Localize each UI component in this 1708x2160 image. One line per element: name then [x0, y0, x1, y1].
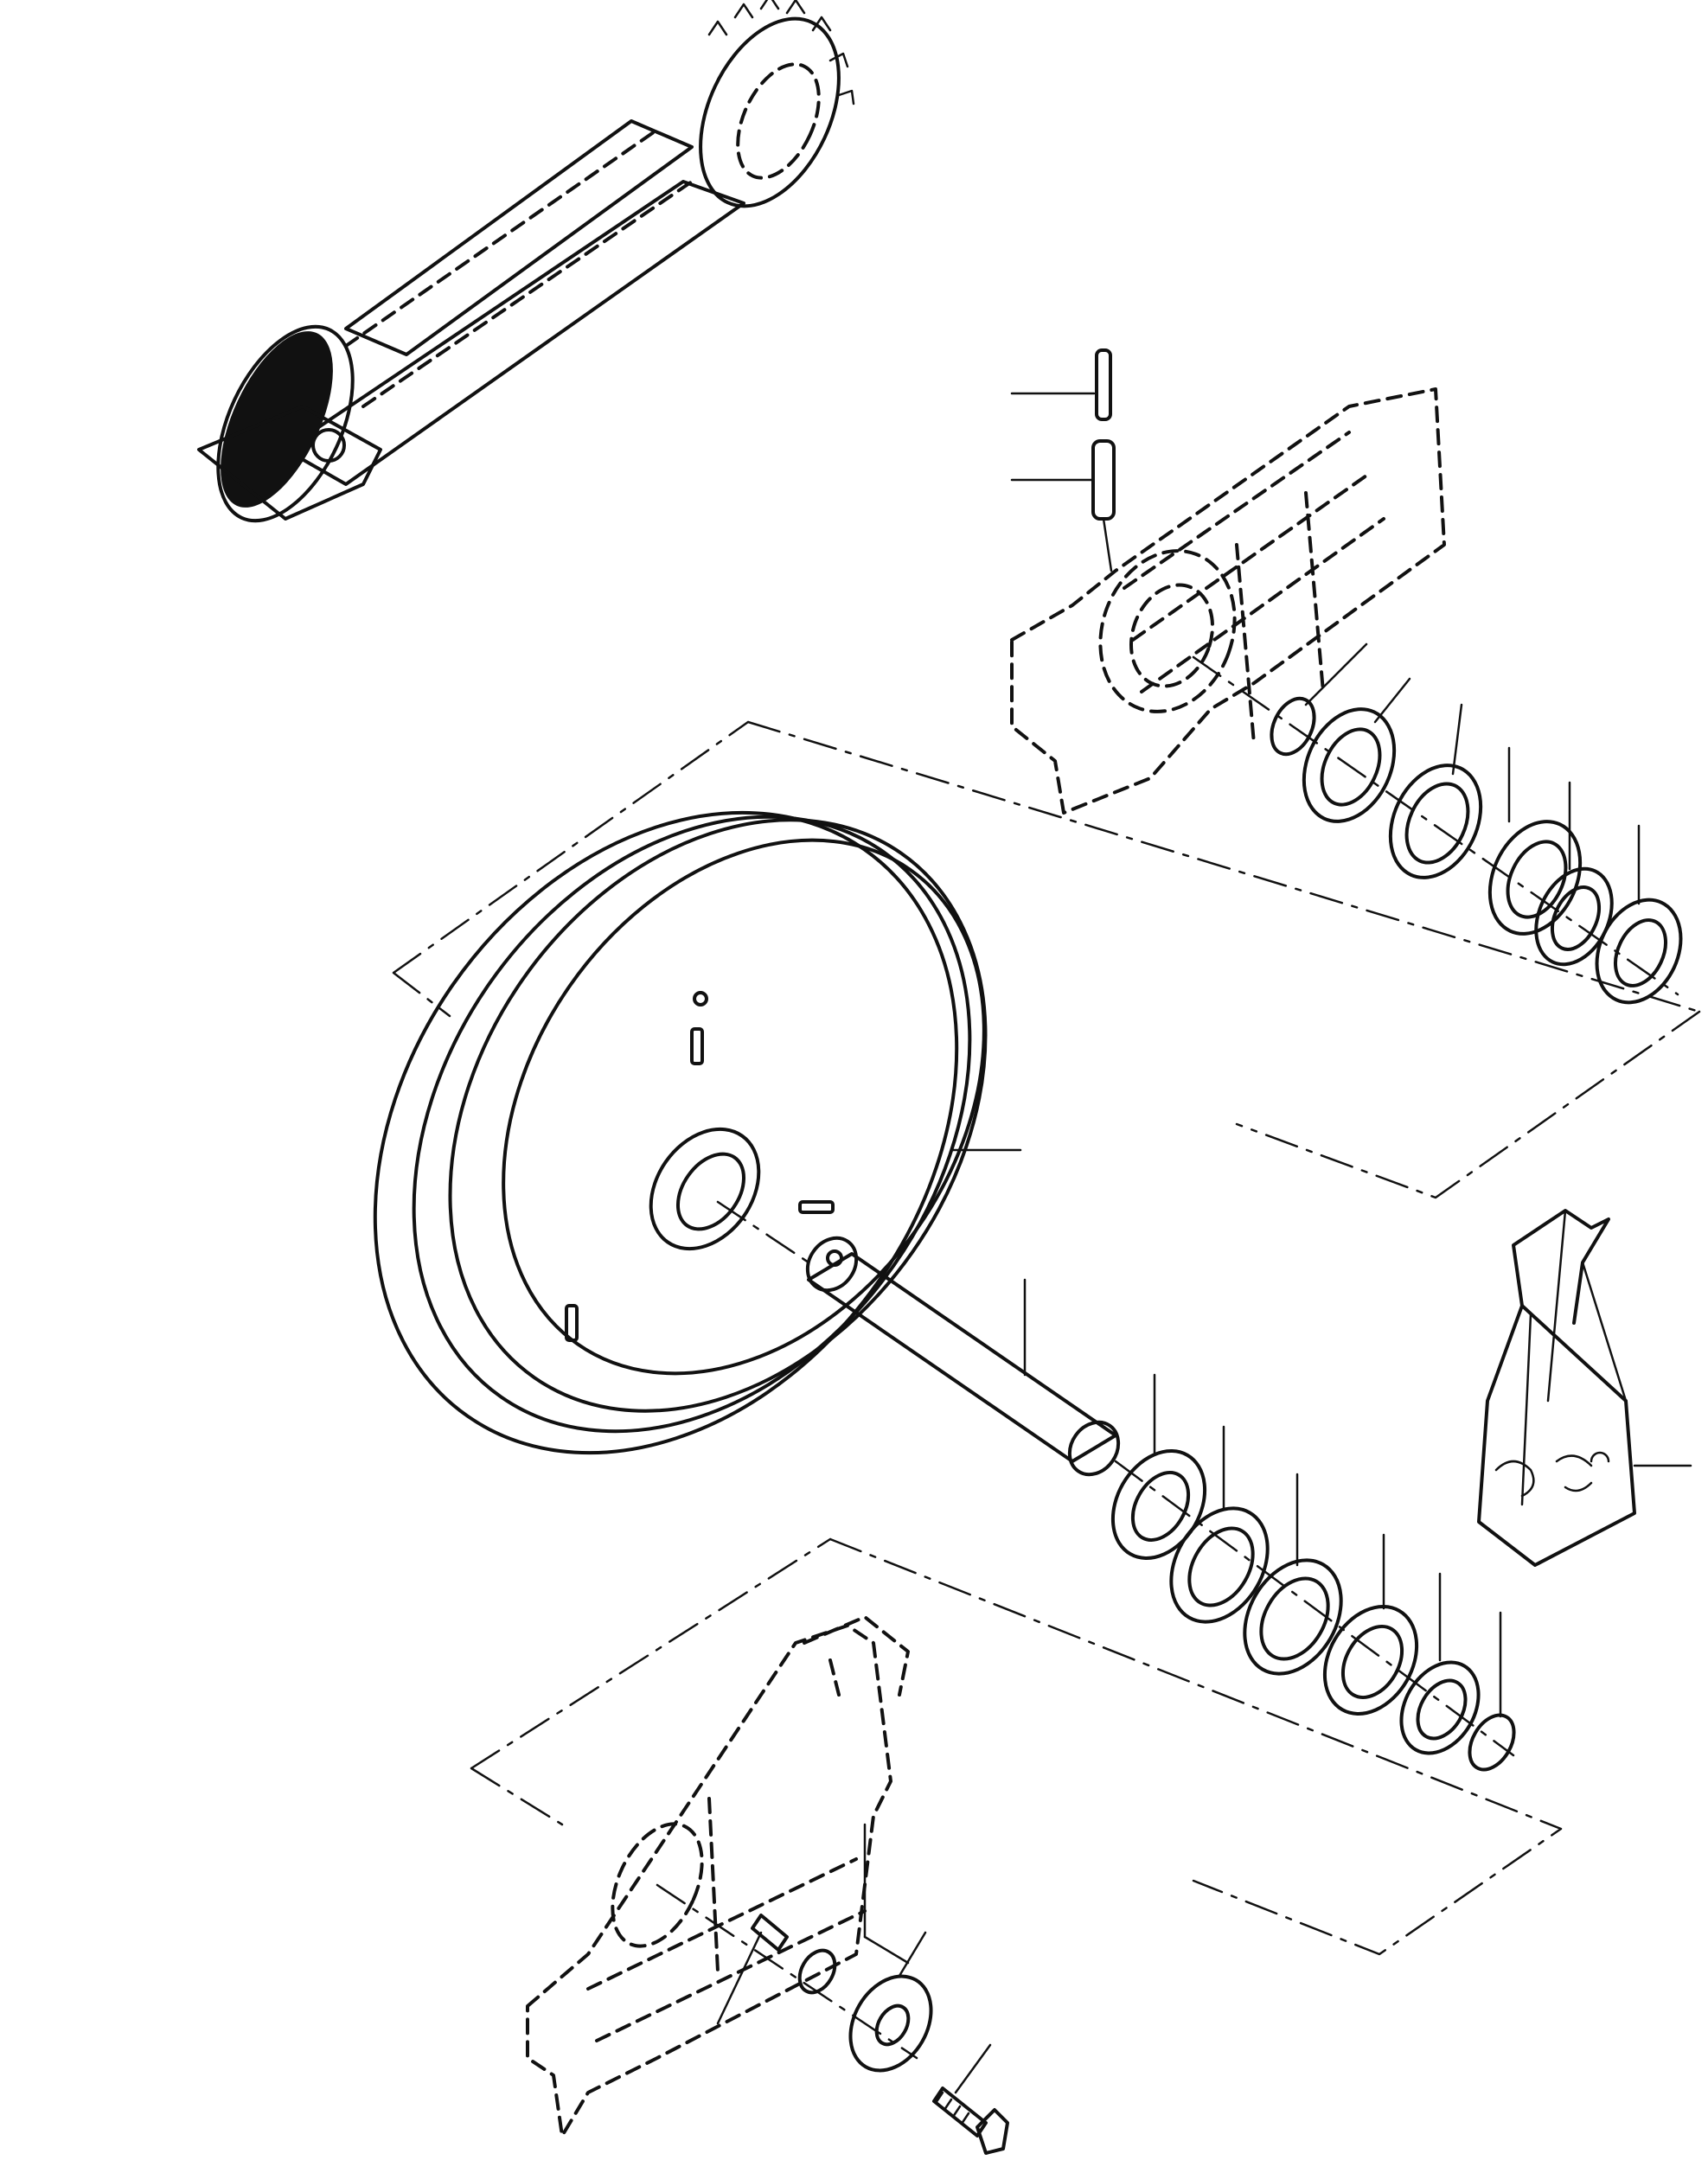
idler-slot-1 [690, 1027, 704, 1065]
idler-plug-hole [693, 991, 708, 1007]
shaft-axis [716, 1200, 810, 1264]
leader-retainer-plate [898, 1931, 927, 1978]
lower-seal-stack [1110, 1373, 1516, 1772]
leader-lines-pins [1010, 392, 1096, 482]
shaft-end-front [805, 1236, 859, 1293]
seal-ring-lower [1169, 1506, 1270, 1624]
shaft-body [807, 1252, 1117, 1463]
lower-housing-ribs [586, 1797, 867, 2042]
leader-set-screw [716, 1931, 763, 2025]
hex-bolt-head [976, 2108, 1009, 2155]
bushing-lower-inner [1416, 1678, 1468, 1741]
seal-ring-upper-2 [1487, 820, 1583, 936]
shaft-end-rear [1067, 1420, 1121, 1477]
upper-assembly-boundary [392, 720, 1701, 1199]
retainer-plate [848, 1974, 933, 2073]
leader-seal-ring-upper [1373, 677, 1411, 724]
leader-o-ring-upper [1304, 642, 1368, 706]
lower-housing-top [803, 1615, 910, 1697]
idler-hub [311, 428, 346, 463]
lower-assembly-boundary [470, 1537, 1563, 1956]
housing-ribs [1123, 431, 1385, 745]
bushing-lower [1399, 1660, 1481, 1755]
lower-bolt-axis [656, 1883, 918, 2060]
track-frame-body [284, 180, 745, 486]
leader-hex-bolt [954, 2043, 992, 2094]
track-frame-hidden-edge [344, 128, 694, 408]
o-ring-upper [1270, 696, 1316, 757]
bearing-lower [1110, 1449, 1207, 1560]
bushing-upper [1534, 866, 1614, 967]
upper-stack-axis [1192, 655, 1679, 996]
retainer-plate-hole [874, 2003, 911, 2047]
track-frame-top [344, 119, 694, 356]
roll-pin-upper [1095, 348, 1112, 421]
seal-ring-upper [1302, 707, 1397, 823]
parts-bag-body [1477, 1304, 1636, 1567]
pin-axis-line [1102, 517, 1113, 572]
idler-slot-3 [565, 1304, 579, 1342]
idler-wheel-main [373, 810, 1022, 1455]
floating-seal-upper-inner [1404, 782, 1470, 865]
idler-face [448, 818, 988, 1413]
bearing-upper-inner [1613, 918, 1668, 987]
shaft-oil-hole [826, 1249, 843, 1267]
idler-rim-2 [412, 815, 972, 1434]
leader-retainer-bracket-arm [863, 1935, 910, 1965]
lower-housing-outline [526, 1624, 892, 2138]
idler-hub-boss [649, 1127, 761, 1251]
seal-ring-lower-2-inner [1340, 1625, 1404, 1699]
idler-slot-2 [798, 1200, 835, 1214]
upper-seal-stack [1192, 642, 1683, 1005]
hex-bolt-thread [934, 2091, 970, 2125]
o-ring-lower [1468, 1713, 1516, 1772]
idler-outer-rim [373, 810, 959, 1455]
drive-sprocket-hub [736, 62, 821, 180]
seal-ring-upper-inner [1320, 727, 1382, 807]
seal-ring-upper-2-inner [1506, 840, 1568, 919]
bushing-upper-inner [1550, 885, 1602, 951]
idler-shaft [716, 1200, 1121, 1477]
floating-seal-lower-inner [1259, 1576, 1330, 1661]
idler-face-inner [502, 838, 986, 1376]
floating-seal-lower [1243, 1558, 1343, 1676]
hex-bolt-shank [932, 2087, 988, 2138]
drive-sprocket [699, 16, 841, 208]
roll-pin-lower [1091, 439, 1116, 521]
seal-ring-lower-2 [1322, 1605, 1419, 1716]
retainer-parts [716, 1823, 1009, 2155]
lock-washer [797, 1948, 837, 1995]
bearing-lower-inner [1130, 1471, 1191, 1542]
housing-bore-inner [1129, 583, 1215, 688]
track-frame-overview [197, 0, 855, 523]
set-screw [751, 1914, 789, 1952]
seal-ring-lower-inner [1187, 1526, 1255, 1607]
parts-bag-folds [1520, 1209, 1628, 1506]
upper-bearing-housing [1010, 348, 1446, 815]
idler-hub-bore [675, 1152, 746, 1231]
idler-bracket [197, 405, 382, 521]
sprocket-teeth [707, 0, 855, 105]
housing-bore [1098, 549, 1237, 713]
floating-seal-upper [1388, 764, 1483, 879]
housing-outline [1010, 387, 1446, 815]
parts-bag [1477, 1209, 1692, 1567]
bearing-upper [1595, 898, 1683, 1005]
leader-floating-seal-upper [1451, 703, 1463, 776]
lower-housing-bore [611, 1822, 704, 1948]
idler-wheel-highlight [221, 331, 333, 508]
lower-stack-axis [1114, 1460, 1515, 1757]
parts-bag-contents [1494, 1451, 1610, 1498]
idler-wheel-outline [216, 324, 355, 523]
